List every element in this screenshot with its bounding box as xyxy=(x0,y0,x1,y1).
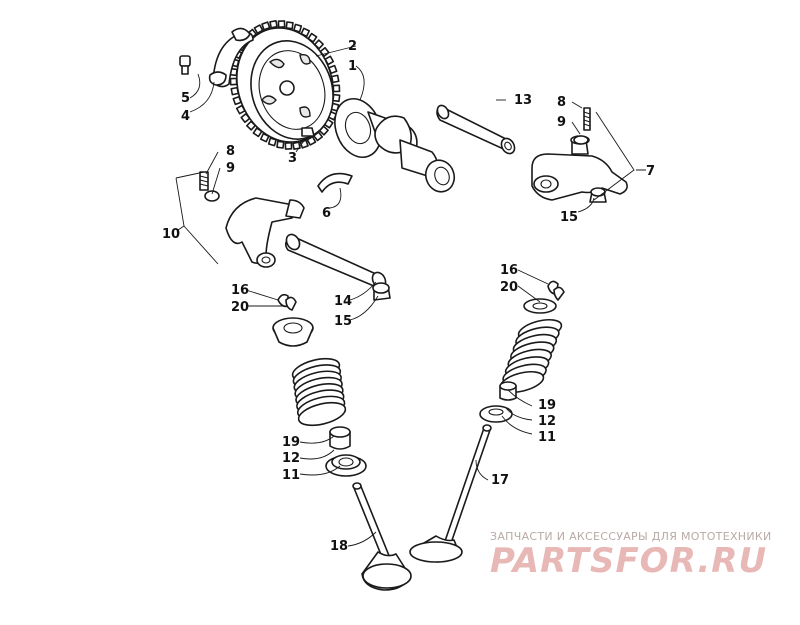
callout-19-right: 19 xyxy=(538,398,556,413)
adjusting-screw-right xyxy=(583,107,591,131)
callout-12-right: 12 xyxy=(538,414,556,429)
lock-nut-right xyxy=(573,135,589,145)
callout-16-right: 16 xyxy=(500,263,518,278)
callout-10: 10 xyxy=(162,227,180,242)
exhaust-valve xyxy=(352,482,412,591)
callout-9-left: 9 xyxy=(226,161,235,176)
group-bracket-10 xyxy=(175,171,219,265)
bolt xyxy=(179,55,191,75)
watermark: ЗАПЧАСТИ И АКСЕССУАРЫ ДЛЯ МОТОТЕХНИКИ PA… xyxy=(490,530,772,581)
callout-11-right: 11 xyxy=(538,430,556,445)
dowel-pin xyxy=(301,127,315,137)
callout-15-right: 15 xyxy=(560,210,578,225)
rocker-arm-right xyxy=(531,135,628,201)
lock-nut-left xyxy=(204,190,220,202)
rocker-arm-left xyxy=(225,197,305,268)
callout-15-left: 15 xyxy=(334,314,352,329)
callout-7: 7 xyxy=(646,164,655,179)
callout-17: 17 xyxy=(491,473,509,488)
rocker-shaft-right xyxy=(436,104,516,155)
leader-lines xyxy=(189,45,595,547)
callout-2: 2 xyxy=(348,39,357,54)
callout-labels: 2 1 3 5 4 6 13 8 9 7 15 8 9 10 14 15 16 … xyxy=(162,39,655,554)
valve-keepers-right xyxy=(547,280,565,301)
valve-keepers-left xyxy=(277,293,297,311)
stem-seal-right xyxy=(499,381,517,401)
callout-9-right: 9 xyxy=(557,115,566,130)
callout-4: 4 xyxy=(181,109,190,124)
callout-19-left: 19 xyxy=(282,435,300,450)
callout-5: 5 xyxy=(181,91,190,106)
callout-8-right: 8 xyxy=(557,95,566,110)
cam-gear xyxy=(229,19,341,151)
valve-cap-left xyxy=(372,282,391,301)
callout-14: 14 xyxy=(334,294,352,309)
intake-valve xyxy=(409,424,492,563)
retaining-plate xyxy=(208,27,254,88)
valve-spring-left xyxy=(291,357,347,427)
thrust-washer xyxy=(317,172,353,193)
group-bracket-7 xyxy=(593,111,646,201)
callout-16-left: 16 xyxy=(231,283,249,298)
callout-20-left: 20 xyxy=(231,300,249,315)
valve-cap-right xyxy=(589,187,607,203)
callout-8-left: 8 xyxy=(226,144,235,159)
watermark-caption: ЗАПЧАСТИ И АКСЕССУАРЫ ДЛЯ МОТОТЕХНИКИ xyxy=(490,530,772,543)
watermark-logo: PARTSFOR.RU xyxy=(490,541,767,581)
callout-3: 3 xyxy=(288,151,297,166)
callout-11-left: 11 xyxy=(282,468,300,483)
callout-20-right: 20 xyxy=(500,280,518,295)
callout-1: 1 xyxy=(348,59,357,74)
spring-seat-right xyxy=(479,405,513,423)
callout-12-left: 12 xyxy=(282,451,300,466)
rocker-shaft-left xyxy=(284,233,387,289)
spring-retainer-left xyxy=(272,317,314,347)
camshaft xyxy=(334,98,456,193)
adjusting-screw-left xyxy=(199,171,209,191)
callout-18: 18 xyxy=(330,539,348,554)
spring-seat-left xyxy=(325,454,367,477)
spring-retainer-right xyxy=(523,298,557,314)
callout-13: 13 xyxy=(514,93,532,108)
callout-6: 6 xyxy=(322,206,331,221)
stem-seal-left xyxy=(329,426,351,450)
